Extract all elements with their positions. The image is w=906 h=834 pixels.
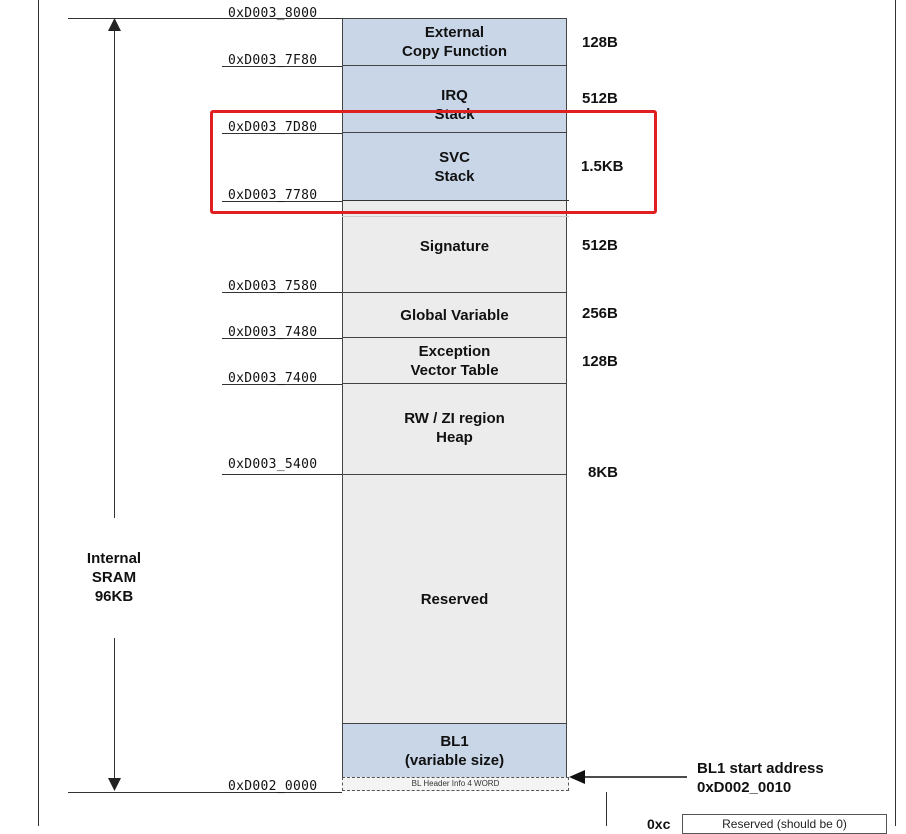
bl1-start-value: 0xD002_0010 <box>697 779 792 796</box>
address-d0037780: 0xD003_7780 <box>228 188 318 203</box>
size-svc-stack: 1.5KB <box>581 158 624 175</box>
svc-stack-highlight <box>210 110 657 214</box>
bl1-start-address-label: BL1 start address 0xD002_0010 <box>697 759 824 797</box>
tick-7d80 <box>222 133 342 134</box>
right-connector-line <box>606 792 607 826</box>
bl1-start-title: BL1 start address <box>697 760 824 777</box>
signature-top-line <box>342 216 569 217</box>
address-d0037580: 0xD003_7580 <box>228 279 318 294</box>
bottom-dimension-line <box>68 792 222 793</box>
tick-7480 <box>222 338 342 339</box>
address-d0037d80: 0xD003_7D80 <box>228 120 318 135</box>
bl1-start-arrow-icon <box>569 770 687 784</box>
address-d0037400: 0xD003_7400 <box>228 371 318 386</box>
memory-map: External Copy Function IRQ Stack SVC Sta… <box>342 18 569 792</box>
size-global-variable: 256B <box>582 305 618 322</box>
block-global-variable: Global Variable <box>342 292 567 338</box>
size-signature: 512B <box>582 237 618 254</box>
block-irq-stack: IRQ Stack <box>342 65 567 133</box>
size-heap: 8KB <box>588 464 619 481</box>
dimension-line-lower <box>114 638 115 786</box>
page-right-border <box>895 0 896 826</box>
top-dimension-line <box>68 18 222 19</box>
block-svc-stack: SVC Stack <box>342 132 567 201</box>
address-d0035400: 0xD003_5400 <box>228 457 318 472</box>
size-exception-vector: 128B <box>582 353 618 370</box>
tick-8000 <box>222 18 342 19</box>
block-exception-vector-table: Exception Vector Table <box>342 337 567 384</box>
block-reserved: Reserved <box>342 474 567 724</box>
partial-reserved-box: Reserved (should be 0) <box>682 814 887 834</box>
arrow-down-icon <box>108 778 121 791</box>
tick-7780 <box>222 201 342 202</box>
partial-address-prefix: 0xc <box>647 816 671 832</box>
address-d0037480: 0xD003_7480 <box>228 325 318 340</box>
tick-7400 <box>222 384 342 385</box>
size-external-copy: 128B <box>582 34 618 51</box>
page-left-border <box>38 0 39 826</box>
dimension-line-upper <box>114 24 115 518</box>
address-d0038000: 0xD003_8000 <box>228 6 318 21</box>
block-rw-zi-heap: RW / ZI region Heap <box>342 383 567 475</box>
arrow-up-icon <box>108 18 121 31</box>
svc-lower-line <box>342 200 569 201</box>
bl-header-info-strip: BL Header Info 4 WORD <box>342 777 569 791</box>
size-irq-stack: 512B <box>582 90 618 107</box>
block-bl1: BL1 (variable size) <box>342 723 567 778</box>
tick-7f80 <box>222 66 342 67</box>
tick-5400 <box>222 474 342 475</box>
block-signature: Signature <box>342 200 567 293</box>
address-d0037f80: 0xD003_7F80 <box>228 53 318 68</box>
address-d0020000: 0xD002_0000 <box>228 779 318 794</box>
tick-0000 <box>222 792 342 793</box>
internal-sram-label: Internal SRAM 96KB <box>86 550 142 605</box>
block-external-copy-function: External Copy Function <box>342 18 567 66</box>
tick-7580 <box>222 292 342 293</box>
